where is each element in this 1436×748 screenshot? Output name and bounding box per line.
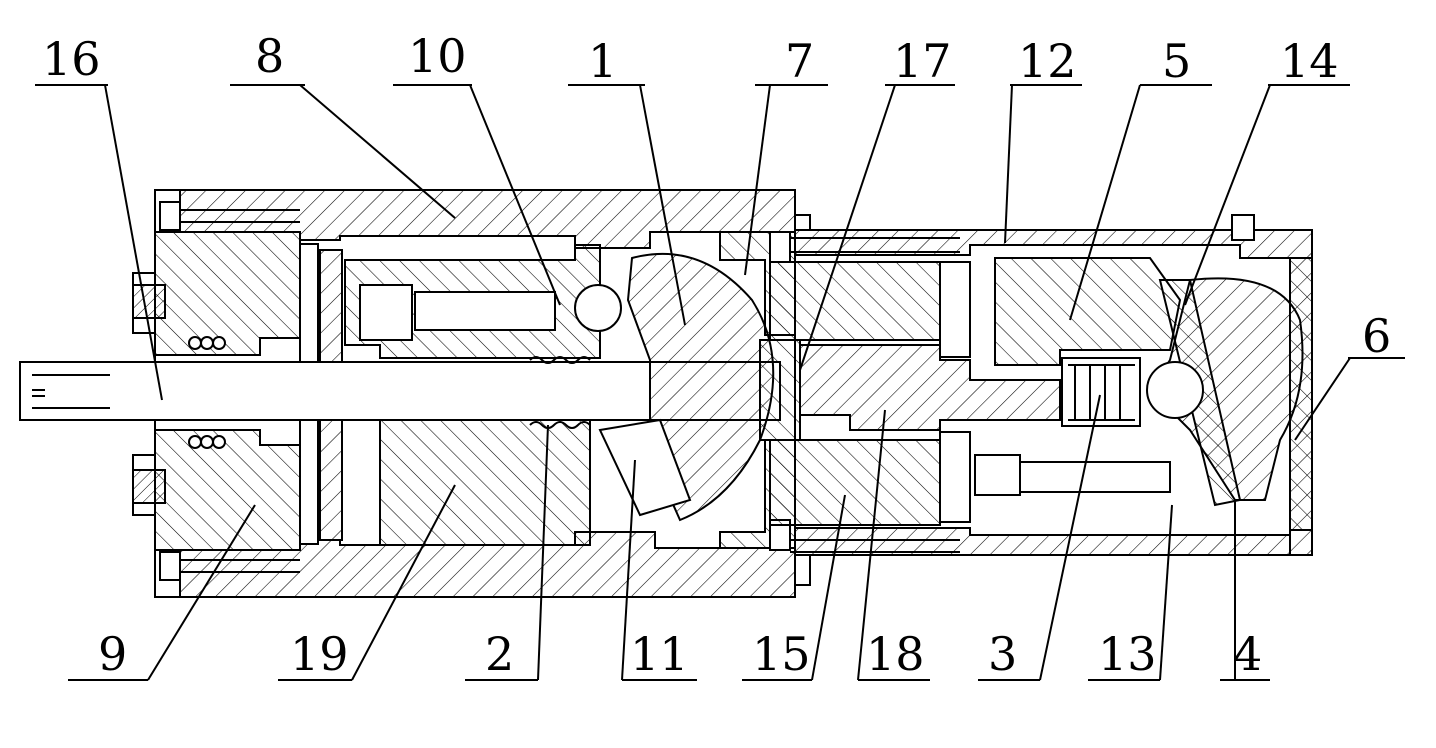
- reference-numeral-7: 7: [785, 34, 814, 88]
- reference-numeral-6: 6: [1362, 309, 1391, 363]
- reference-numeral-13: 13: [1098, 627, 1157, 681]
- swash-plate-4: [1146, 277, 1304, 507]
- reference-numeral-19: 19: [290, 627, 349, 681]
- reference-numeral-9: 9: [98, 627, 127, 681]
- end-cap-6: [1289, 257, 1313, 531]
- reference-numeral-16: 16: [42, 32, 101, 86]
- reference-numeral-4: 4: [1233, 627, 1262, 681]
- reference-numeral-18: 18: [866, 627, 925, 681]
- spring-3: [1061, 357, 1141, 427]
- reference-numeral-8: 8: [255, 29, 284, 83]
- piston-block-19: [344, 244, 622, 546]
- reference-numeral-11: 11: [630, 627, 689, 681]
- leader-lines: [35, 84, 1405, 681]
- piston-5: [939, 257, 1182, 523]
- reference-numeral-2: 2: [485, 627, 514, 681]
- reference-numeral-14: 14: [1280, 34, 1339, 88]
- reference-numeral-10: 10: [408, 29, 467, 83]
- reference-numeral-12: 12: [1018, 34, 1077, 88]
- reference-numeral-5: 5: [1162, 34, 1191, 88]
- valve-body-15: [769, 261, 941, 526]
- reference-numeral-15: 15: [752, 627, 811, 681]
- reference-numeral-3: 3: [988, 627, 1017, 681]
- reference-numeral-17: 17: [893, 34, 952, 88]
- reference-numeral-1: 1: [588, 34, 617, 88]
- spool-18: [759, 339, 1061, 441]
